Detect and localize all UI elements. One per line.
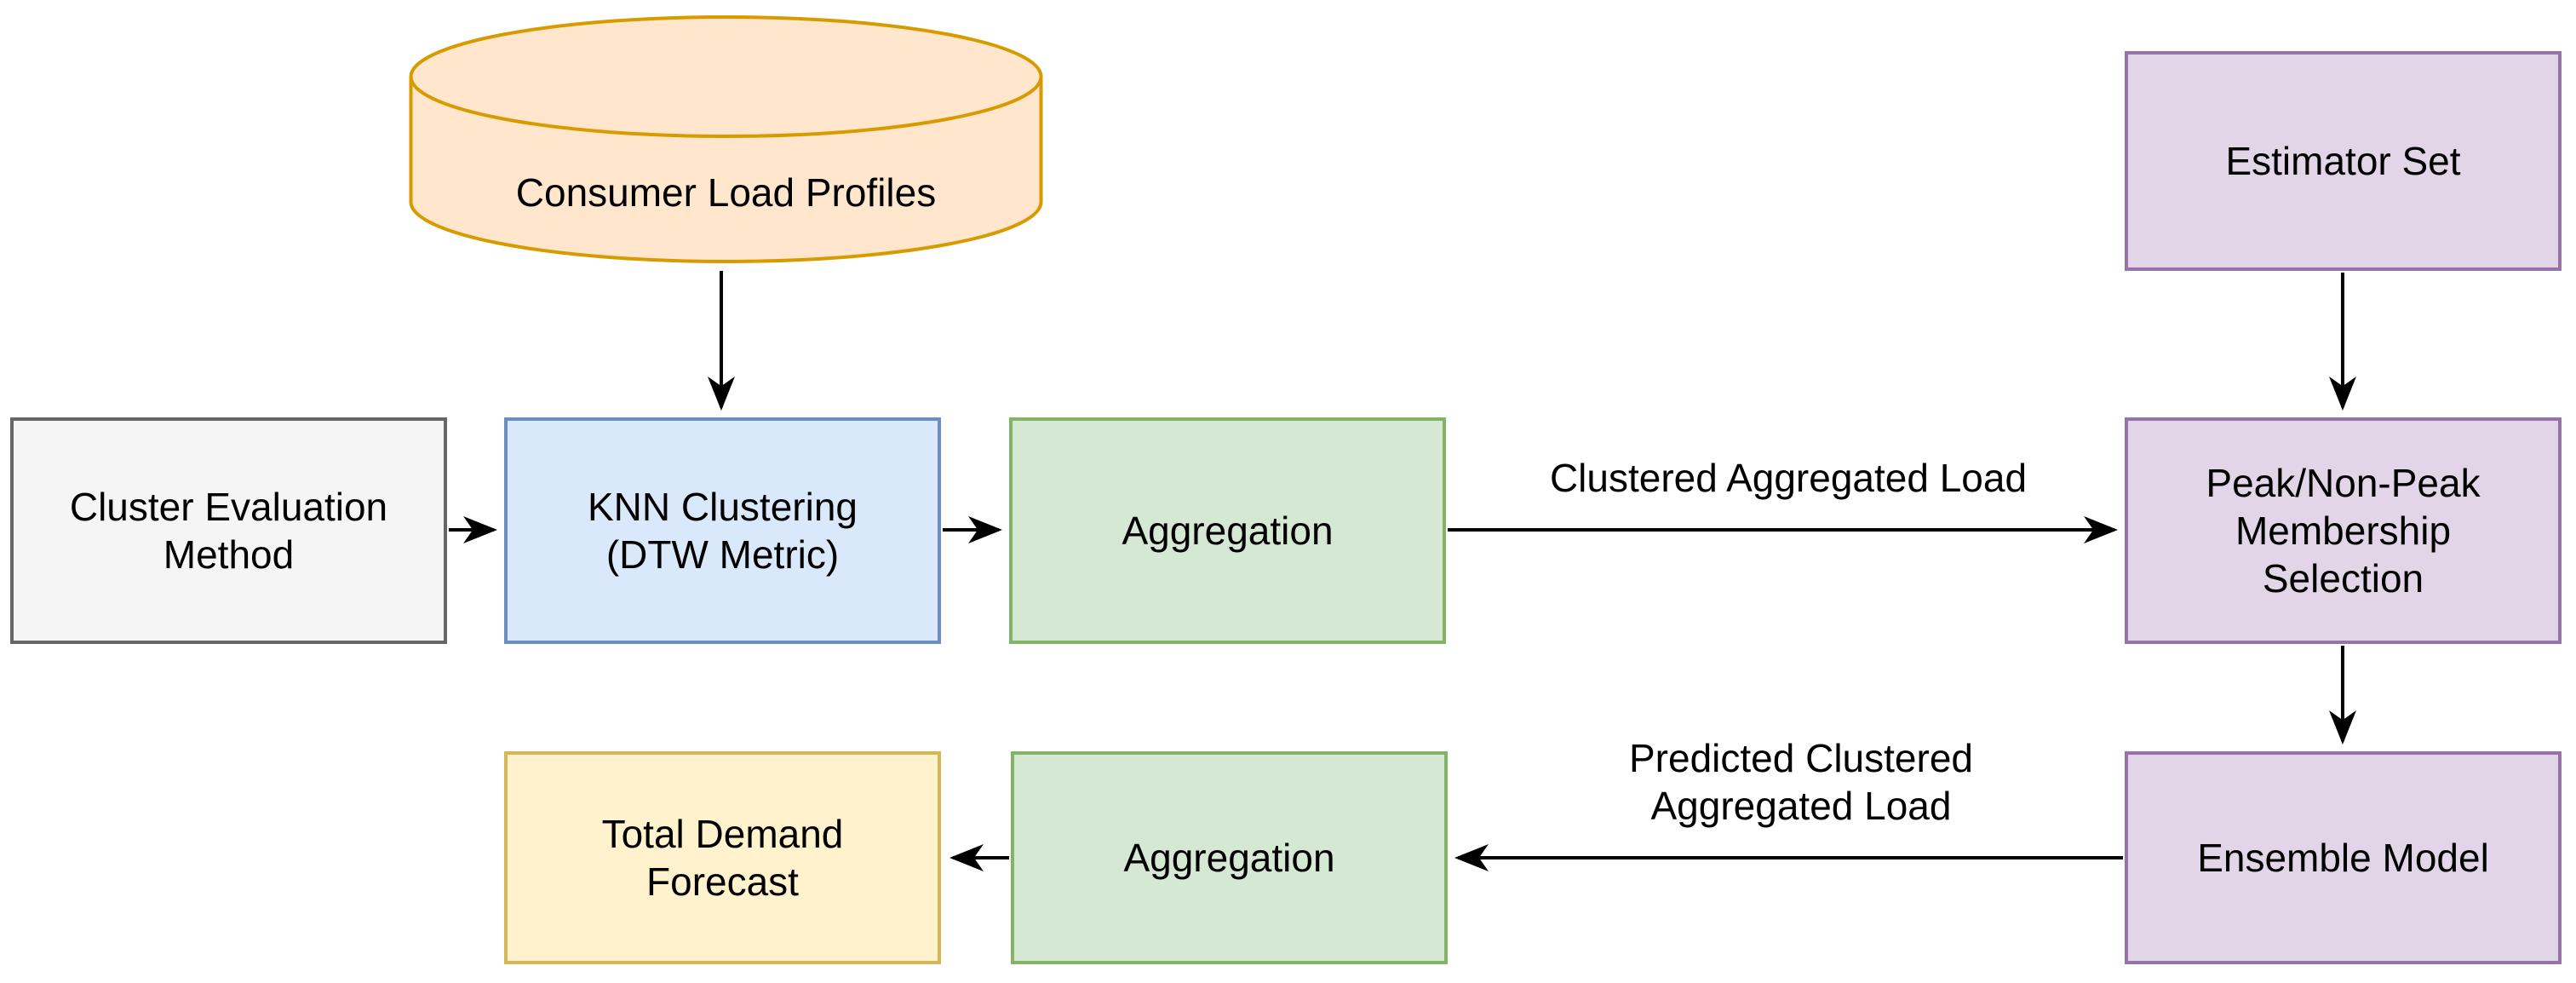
node-label-cluster-evaluation-method: Cluster Evaluation Method bbox=[69, 484, 388, 577]
node-estimator-set: Estimator Set bbox=[2125, 51, 2562, 271]
node-label-ensemble-model: Ensemble Model bbox=[2197, 835, 2489, 880]
node-label-knn-clustering: KNN Clustering (DTW Metric) bbox=[588, 484, 858, 577]
node-label-estimator-set: Estimator Set bbox=[2225, 138, 2461, 183]
node-cluster-evaluation-method: Cluster Evaluation Method bbox=[10, 417, 447, 644]
node-knn-clustering: KNN Clustering (DTW Metric) bbox=[504, 417, 941, 644]
node-label-peak-membership-selection: Peak/Non-Peak Membership Selection bbox=[2206, 460, 2481, 601]
node-label-total-demand-forecast: Total Demand Forecast bbox=[601, 811, 844, 904]
node-aggregation-bottom: Aggregation bbox=[1011, 751, 1448, 964]
edge-label-predicted-clustered-aggregated-load: Predicted Clustered Aggregated Load bbox=[1629, 736, 1973, 829]
node-total-demand-forecast: Total Demand Forecast bbox=[504, 751, 941, 964]
node-ensemble-model: Ensemble Model bbox=[2125, 751, 2562, 964]
node-peak-membership-selection: Peak/Non-Peak Membership Selection bbox=[2125, 417, 2562, 644]
cylinder-shape bbox=[409, 15, 1043, 263]
node-label-consumer-load-profiles: Consumer Load Profiles bbox=[515, 170, 937, 215]
node-label-aggregation-top: Aggregation bbox=[1122, 508, 1334, 553]
node-consumer-load-profiles: Consumer Load Profiles bbox=[409, 14, 1043, 265]
node-aggregation-top: Aggregation bbox=[1009, 417, 1446, 644]
node-label-aggregation-bottom: Aggregation bbox=[1123, 835, 1335, 880]
edge-label-clustered-aggregated-load: Clustered Aggregated Load bbox=[1549, 456, 2028, 500]
